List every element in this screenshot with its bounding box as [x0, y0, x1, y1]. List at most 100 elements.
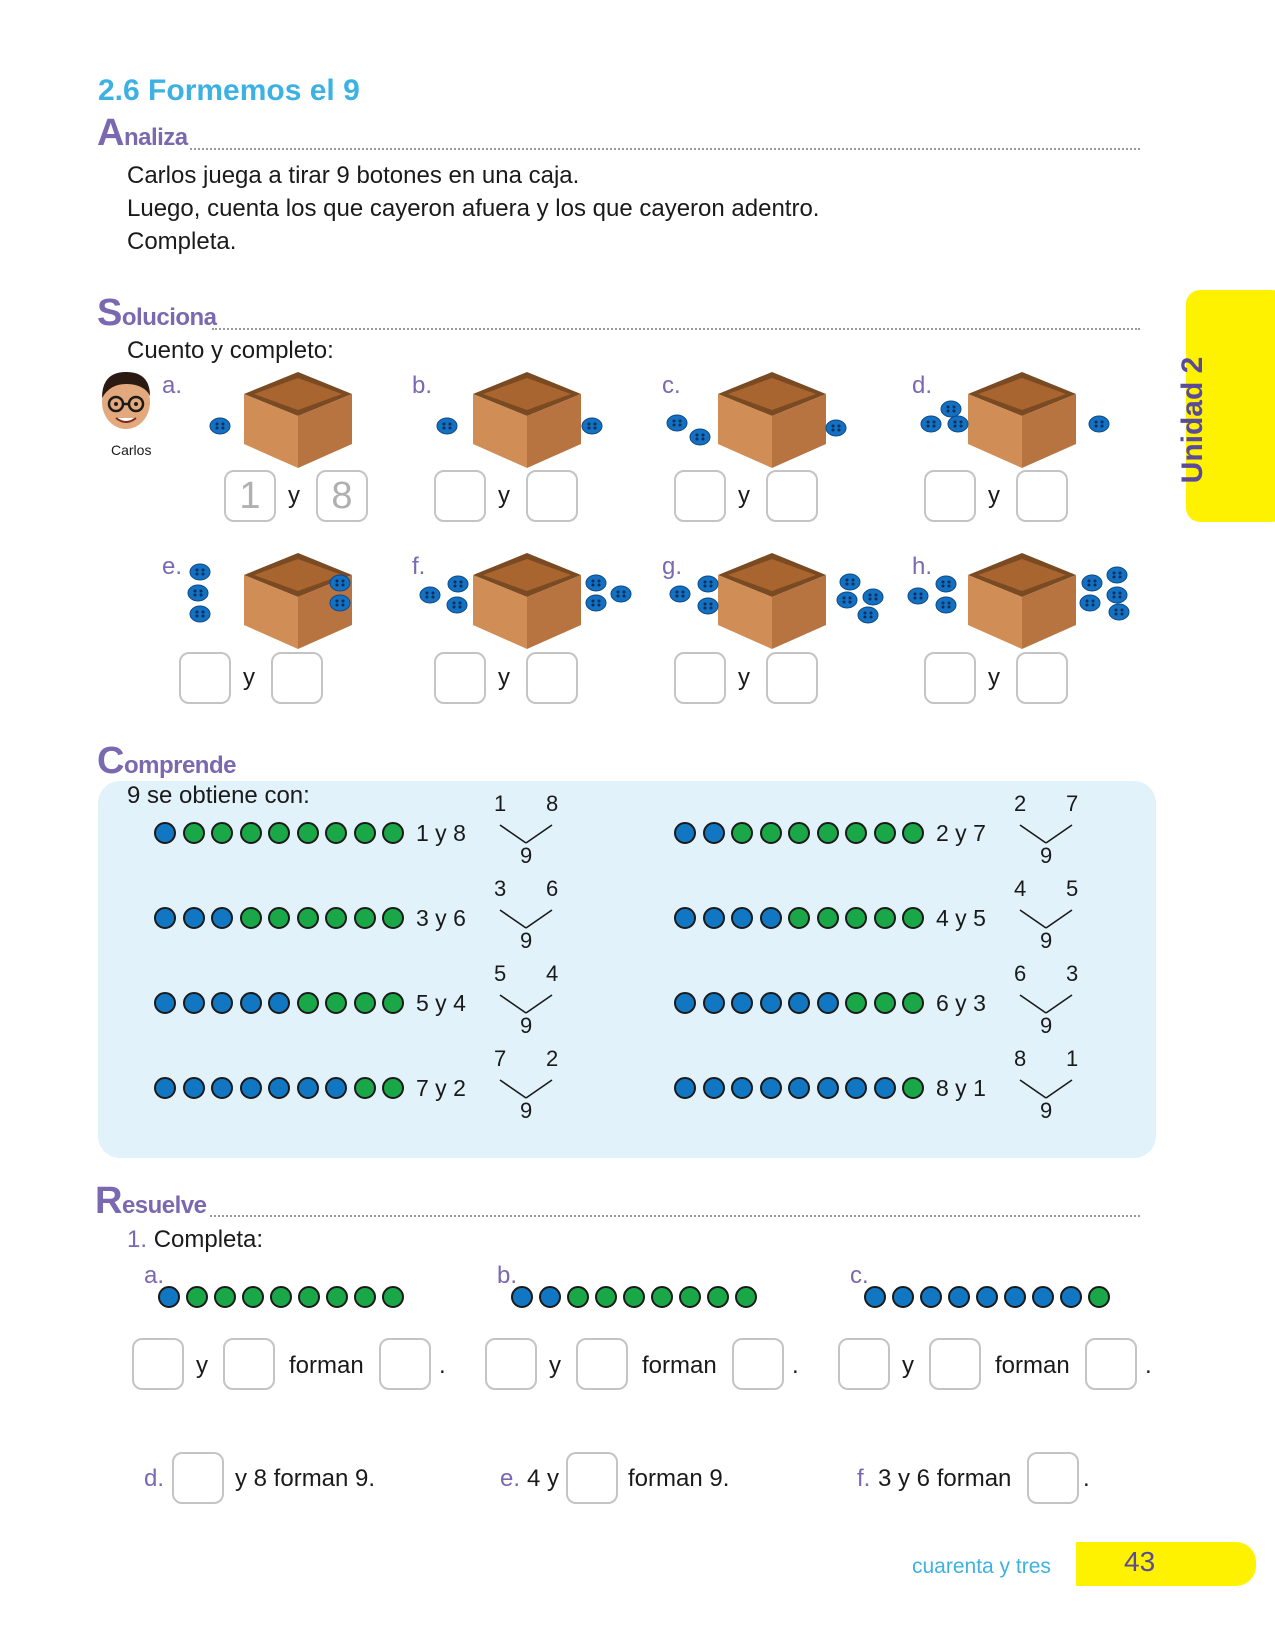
blue-dot	[845, 1077, 867, 1099]
green-dot	[353, 907, 376, 929]
comprende-intro: 9 se obtiene con:	[127, 782, 310, 809]
resuelve-divider	[210, 1215, 1140, 1217]
sum-box[interactable]	[1085, 1338, 1137, 1390]
blue-dot	[920, 1286, 942, 1308]
bond-part-b: 6	[546, 876, 559, 901]
right-count-box[interactable]	[526, 652, 578, 704]
left-count-box[interactable]	[674, 470, 726, 522]
right-count-box[interactable]: 8	[316, 470, 368, 522]
green-dot	[325, 822, 347, 844]
item-e-answer-box[interactable]	[566, 1452, 618, 1504]
blue-button-icon	[907, 587, 929, 605]
addend-1-box[interactable]	[132, 1338, 184, 1390]
blue-dot	[511, 1286, 533, 1308]
left-count-box[interactable]: 1	[224, 470, 276, 522]
cardboard-box	[473, 553, 581, 649]
blue-button-icon	[189, 563, 211, 581]
blue-dot	[976, 1286, 998, 1308]
blue-dot	[731, 907, 753, 929]
left-count-box[interactable]	[924, 652, 976, 704]
right-count-box[interactable]	[766, 652, 818, 704]
blue-dot	[296, 1077, 319, 1099]
blue-button-icon	[666, 414, 688, 432]
green-dot	[353, 1077, 376, 1099]
blue-button-icon	[209, 417, 231, 435]
left-count-box[interactable]	[434, 652, 486, 704]
blue-button-icon	[935, 596, 957, 614]
cardboard-box	[968, 553, 1076, 649]
blue-dot	[816, 992, 839, 1014]
blue-dot	[702, 992, 725, 1014]
bond-lines	[499, 994, 553, 1014]
green-dot	[382, 907, 404, 929]
item-f-answer-box[interactable]	[1027, 1452, 1079, 1504]
blue-button-icon	[947, 415, 969, 433]
item-d-answer-box[interactable]	[172, 1452, 224, 1504]
blue-button-icon	[610, 585, 632, 603]
page-number-words: cuarenta y tres	[912, 1555, 1051, 1578]
green-dot	[735, 1286, 757, 1308]
blue-button-icon	[839, 573, 861, 591]
blue-button-icon	[940, 400, 962, 418]
blue-dot	[239, 992, 262, 1014]
blue-button-icon	[419, 586, 441, 604]
green-dot	[788, 907, 810, 929]
green-dot	[845, 992, 867, 1014]
item-b-label: b.	[412, 372, 433, 399]
left-count-box[interactable]	[924, 470, 976, 522]
connector-y: y	[988, 482, 1000, 509]
green-dot	[816, 907, 839, 929]
right-count-box[interactable]	[526, 470, 578, 522]
blue-dot	[674, 1077, 696, 1099]
blue-dot	[816, 1077, 839, 1099]
right-count-box[interactable]	[1016, 470, 1068, 522]
item-e-text: forman 9.	[628, 1465, 730, 1492]
left-count-box[interactable]	[674, 652, 726, 704]
addend-2-box[interactable]	[929, 1338, 981, 1390]
blue-button-icon	[697, 597, 719, 615]
addend-2-box[interactable]	[576, 1338, 628, 1390]
item-b-label: b.	[497, 1262, 518, 1289]
connector-y: y	[288, 482, 300, 509]
cardboard-box	[968, 372, 1076, 468]
blue-dot	[268, 1077, 290, 1099]
blue-dot	[731, 1077, 753, 1099]
left-count-box[interactable]	[434, 470, 486, 522]
bond-part-b: 3	[1066, 961, 1079, 986]
bond-total: 9	[520, 1013, 533, 1038]
blue-dot	[1004, 1286, 1026, 1308]
forman-text: forman	[289, 1352, 364, 1379]
page-number-tab	[1076, 1542, 1256, 1586]
green-dot	[707, 1286, 729, 1308]
period: .	[439, 1352, 446, 1379]
connector-y: y	[549, 1352, 561, 1379]
bond-total: 9	[1040, 843, 1053, 868]
soluciona-instruction: Cuento y completo:	[127, 337, 334, 364]
green-dot	[731, 822, 753, 844]
analiza-line-3: Completa.	[127, 228, 237, 255]
right-count-box[interactable]	[271, 652, 323, 704]
blue-button-icon	[920, 415, 942, 433]
right-count-box[interactable]	[1016, 652, 1068, 704]
forman-text: forman	[995, 1352, 1070, 1379]
left-count-box[interactable]	[179, 652, 231, 704]
sum-box[interactable]	[732, 1338, 784, 1390]
addend-1-box[interactable]	[838, 1338, 890, 1390]
sum-box[interactable]	[379, 1338, 431, 1390]
addend-2-box[interactable]	[223, 1338, 275, 1390]
blue-dot	[788, 992, 810, 1014]
blue-button-icon	[447, 575, 469, 593]
blue-dot	[864, 1286, 886, 1308]
addend-1-box[interactable]	[485, 1338, 537, 1390]
blue-button-icon	[1108, 603, 1130, 621]
right-count-box[interactable]	[766, 470, 818, 522]
forman-text: forman	[642, 1352, 717, 1379]
green-dot	[902, 822, 924, 844]
green-dot	[326, 1286, 348, 1308]
item-e-label: e.	[500, 1465, 521, 1492]
blue-dot	[182, 992, 205, 1014]
unit-tab	[1186, 290, 1275, 522]
green-dot	[679, 1286, 701, 1308]
